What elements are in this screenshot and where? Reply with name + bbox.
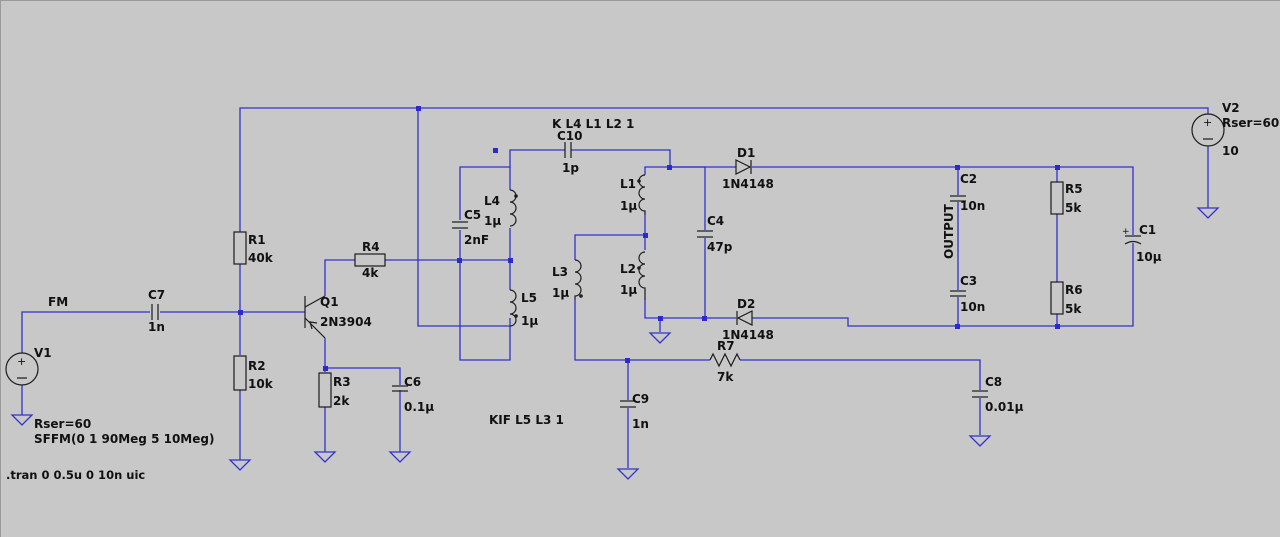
l3-ref-label: L3 bbox=[552, 265, 568, 279]
r3-value-label: 2k bbox=[333, 394, 350, 408]
c1-ref-label: C1 bbox=[1139, 223, 1156, 237]
l2-value-label: 1µ bbox=[620, 283, 637, 297]
r3-resistor-symbol[interactable] bbox=[318, 372, 332, 408]
k-directive-upper: K L4 L1 L2 1 bbox=[552, 117, 634, 131]
l5-value-label: 1µ bbox=[521, 314, 538, 328]
d2-value-label: 1N4148 bbox=[722, 328, 774, 342]
c8-ref-label: C8 bbox=[985, 375, 1002, 389]
c7-value-label: 1n bbox=[148, 320, 165, 334]
c10-ref-label: C10 bbox=[557, 129, 583, 143]
ground-symbols bbox=[10, 207, 1220, 480]
q1-ref-label: Q1 bbox=[320, 295, 339, 309]
c6-value-label: 0.1µ bbox=[404, 400, 434, 414]
r7-resistor-symbol[interactable] bbox=[709, 352, 741, 368]
l3-value-label: 1µ bbox=[552, 286, 569, 300]
r4-value-label: 4k bbox=[362, 266, 379, 280]
c9-capacitor-symbol[interactable] bbox=[620, 400, 636, 408]
v1-source-symbol[interactable]: + bbox=[5, 352, 39, 386]
c1-capacitor-symbol[interactable]: + bbox=[1122, 227, 1142, 245]
c10-capacitor-symbol[interactable] bbox=[564, 142, 572, 158]
c9-ref-label: C9 bbox=[632, 392, 649, 406]
d2-diode-symbol[interactable] bbox=[736, 310, 753, 326]
r2-resistor-symbol[interactable] bbox=[233, 355, 247, 391]
c4-value-label: 47p bbox=[707, 240, 733, 254]
r2-ref-label: R2 bbox=[248, 359, 266, 373]
c1-value-label: 10µ bbox=[1136, 250, 1162, 264]
l3-inductor-symbol[interactable] bbox=[574, 259, 583, 300]
l4-inductor-symbol[interactable] bbox=[509, 189, 518, 227]
c5-value-label: 2nF bbox=[464, 233, 489, 247]
svg-text:+: + bbox=[1203, 116, 1212, 129]
d2-ref-label: D2 bbox=[737, 297, 755, 311]
r3-ref-label: R3 bbox=[333, 375, 351, 389]
c3-ref-label: C3 bbox=[960, 274, 977, 288]
r1-value-label: 40k bbox=[248, 251, 274, 265]
l1-inductor-symbol[interactable] bbox=[637, 174, 646, 215]
c2-value-label: 10n bbox=[960, 199, 985, 213]
r5-value-label: 5k bbox=[1065, 201, 1082, 215]
r1-resistor-symbol[interactable] bbox=[233, 231, 247, 265]
r4-ref-label: R4 bbox=[362, 240, 380, 254]
l4-ref-label: L4 bbox=[484, 194, 500, 208]
c7-ref-label: C7 bbox=[148, 288, 165, 302]
q1-transistor-symbol[interactable] bbox=[304, 295, 326, 339]
svg-text:+: + bbox=[17, 355, 26, 368]
net-label-fm: FM bbox=[48, 295, 68, 309]
tran-directive: .tran 0 0.5u 0 10n uic bbox=[6, 468, 145, 482]
net-label-output: OUTPUT bbox=[942, 203, 956, 259]
c9-value-label: 1n bbox=[632, 417, 649, 431]
c3-capacitor-symbol[interactable] bbox=[950, 290, 966, 297]
r6-resistor-symbol[interactable] bbox=[1050, 281, 1064, 315]
c8-capacitor-symbol[interactable] bbox=[972, 390, 988, 398]
c5-capacitor-symbol[interactable] bbox=[452, 221, 468, 229]
r7-value-label: 7k bbox=[717, 370, 734, 384]
d1-value-label: 1N4148 bbox=[722, 177, 774, 191]
l4-value-label: 1µ bbox=[484, 214, 501, 228]
k-directive-lower: KIF L5 L3 1 bbox=[489, 413, 564, 427]
r4-resistor-symbol[interactable] bbox=[354, 253, 386, 267]
c6-ref-label: C6 bbox=[404, 375, 421, 389]
c2-ref-label: C2 bbox=[960, 172, 977, 186]
r2-value-label: 10k bbox=[248, 377, 274, 391]
l1-ref-label: L1 bbox=[620, 177, 636, 191]
r5-ref-label: R5 bbox=[1065, 182, 1083, 196]
c4-capacitor-symbol[interactable] bbox=[697, 230, 713, 238]
q1-value-label: 2N3904 bbox=[320, 315, 372, 329]
c3-value-label: 10n bbox=[960, 300, 985, 314]
l5-ref-label: L5 bbox=[521, 291, 537, 305]
l5-inductor-symbol[interactable] bbox=[509, 289, 518, 327]
c7-capacitor-symbol[interactable] bbox=[151, 304, 159, 320]
r1-ref-label: R1 bbox=[248, 233, 266, 247]
c4-ref-label: C4 bbox=[707, 214, 724, 228]
l1-value-label: 1µ bbox=[620, 199, 637, 213]
r6-value-label: 5k bbox=[1065, 302, 1082, 316]
c6-capacitor-symbol[interactable] bbox=[392, 385, 408, 392]
v2-rser-label: Rser=60 bbox=[1222, 116, 1279, 130]
l2-inductor-symbol[interactable] bbox=[637, 251, 646, 300]
d1-ref-label: D1 bbox=[737, 146, 755, 160]
c8-value-label: 0.01µ bbox=[985, 400, 1024, 414]
l2-ref-label: L2 bbox=[620, 262, 636, 276]
v2-ref-label: V2 bbox=[1222, 101, 1240, 115]
v2-source-symbol[interactable]: + bbox=[1191, 113, 1225, 147]
v1-value-label: SFFM(0 1 90Meg 5 10Meg) bbox=[34, 432, 214, 446]
c2-capacitor-symbol[interactable] bbox=[950, 195, 966, 202]
r6-ref-label: R6 bbox=[1065, 283, 1083, 297]
c5-ref-label: C5 bbox=[464, 208, 481, 222]
svg-text:+: + bbox=[1122, 227, 1130, 237]
v1-rser-label: Rser=60 bbox=[34, 417, 91, 431]
d1-diode-symbol[interactable] bbox=[735, 159, 752, 175]
wires bbox=[21, 107, 1209, 468]
v2-value-label: 10 bbox=[1222, 144, 1239, 158]
r5-resistor-symbol[interactable] bbox=[1050, 181, 1064, 215]
r7-ref-label: R7 bbox=[717, 339, 735, 353]
junctions bbox=[238, 106, 1060, 371]
v1-ref-label: V1 bbox=[34, 346, 52, 360]
c10-value-label: 1p bbox=[562, 161, 579, 175]
